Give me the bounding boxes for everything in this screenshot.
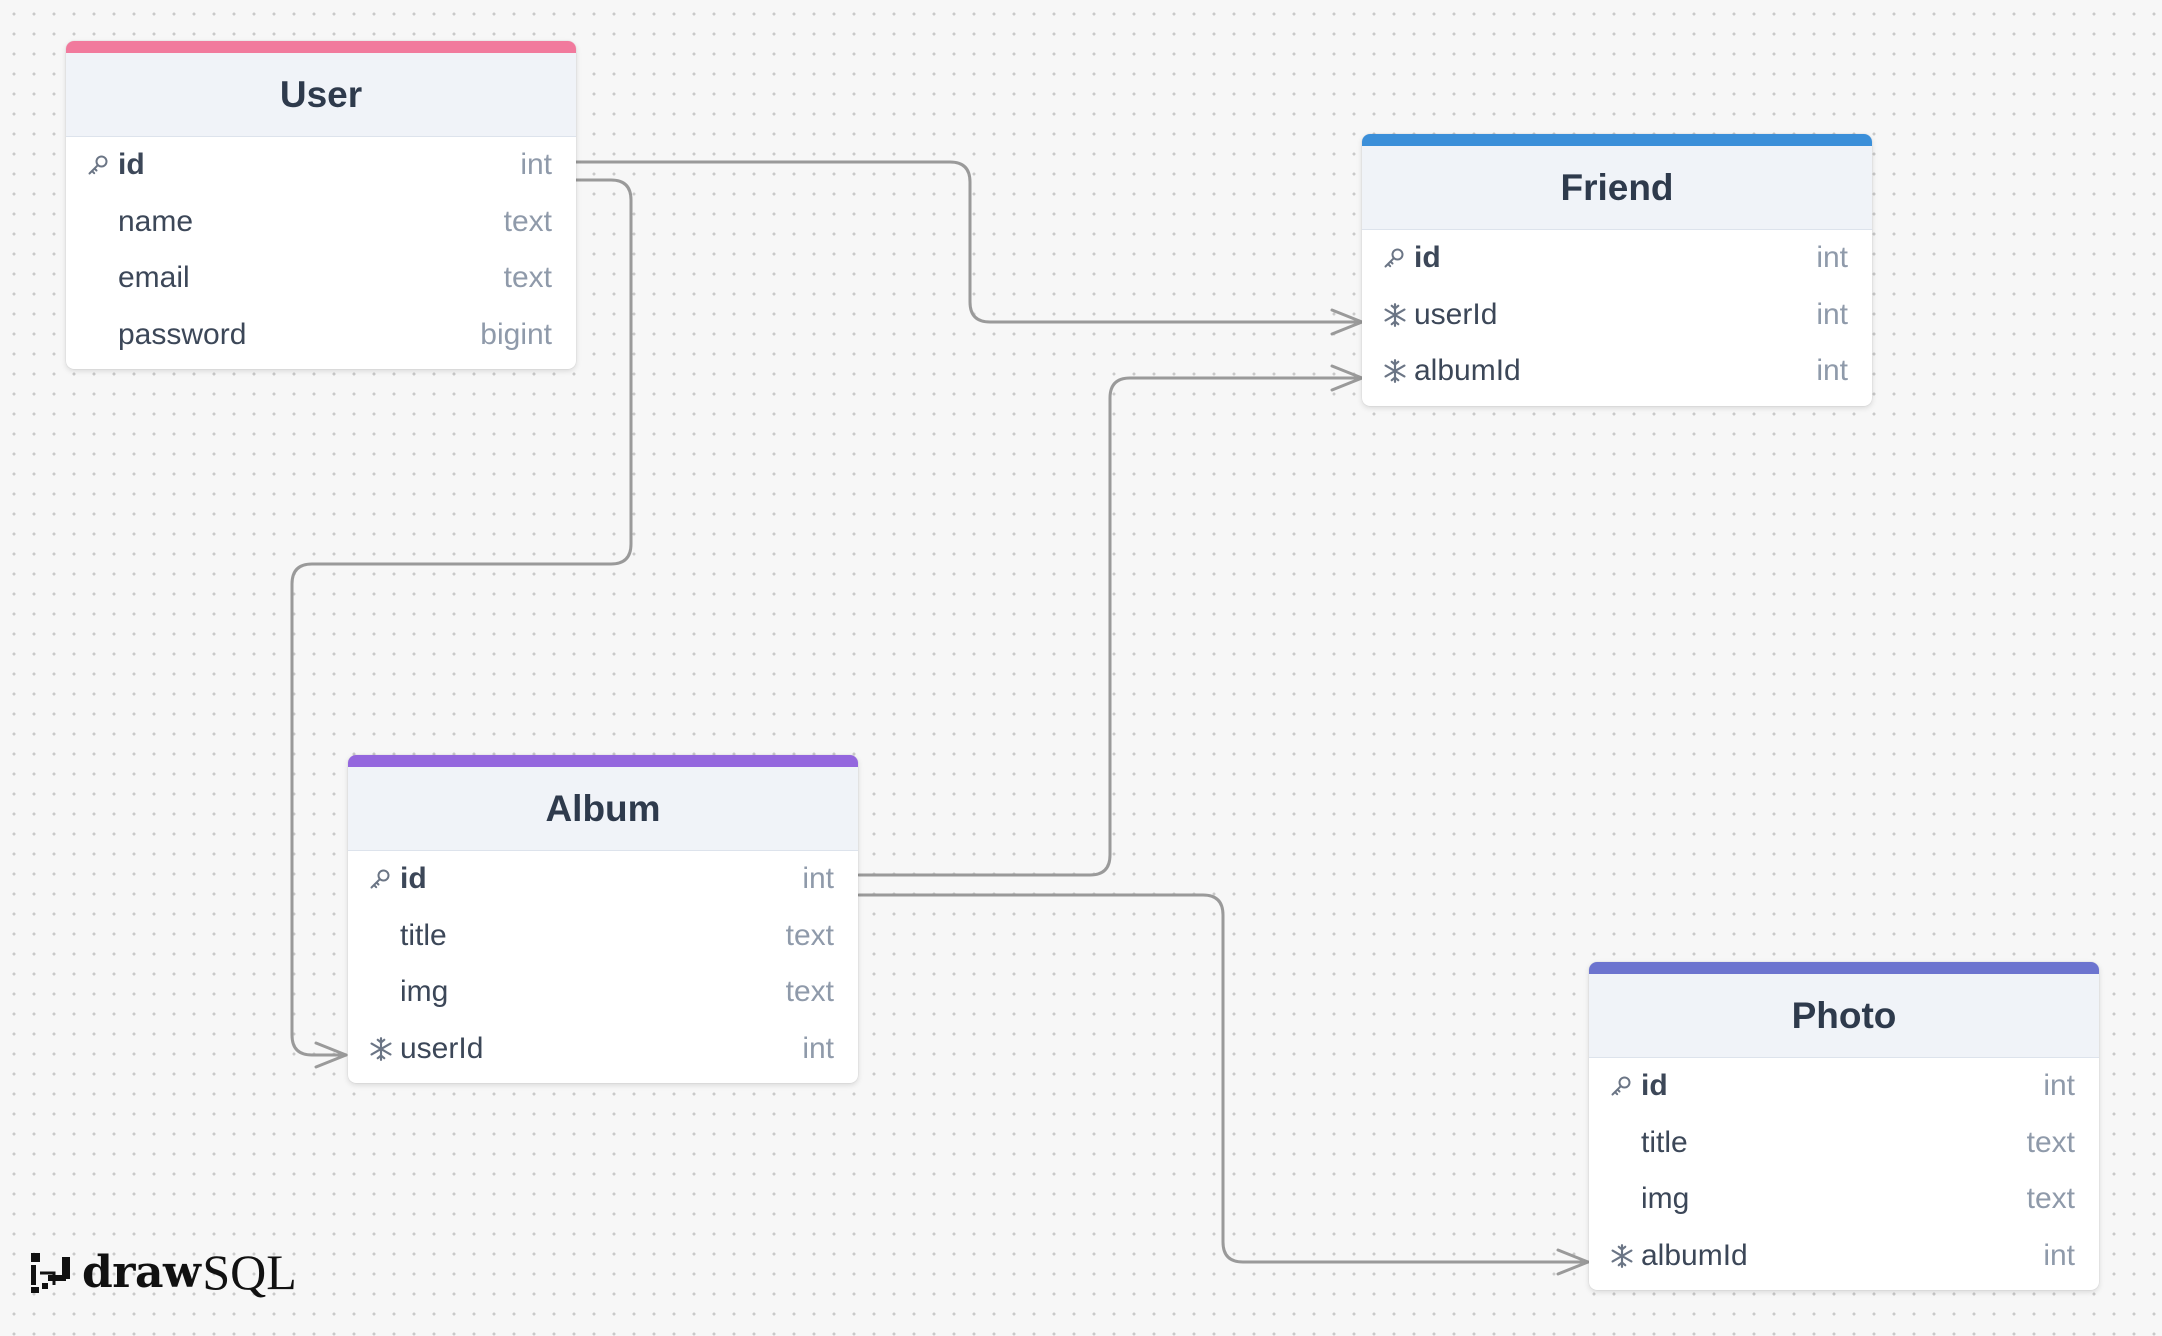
snowflake-icon — [1382, 355, 1414, 387]
column-row[interactable]: password bigint — [66, 307, 576, 370]
column-type: bigint — [480, 317, 552, 351]
table-accent-bar — [1362, 134, 1872, 146]
column-name: img — [1641, 1182, 1690, 1216]
snowflake-icon — [1382, 299, 1414, 331]
column-type: text — [785, 975, 834, 1009]
crowfoot-photo-albumid — [1556, 1248, 1590, 1276]
drawsql-logo[interactable]: draw SQL — [28, 1244, 297, 1300]
key-icon — [1609, 1070, 1641, 1102]
column-name: id — [118, 148, 145, 182]
column-name: id — [1414, 241, 1441, 275]
connector-album-id-to-photo-albumid[interactable] — [857, 893, 1590, 1264]
column-name: id — [400, 862, 427, 896]
column-name: img — [400, 975, 449, 1009]
column-row[interactable]: id int — [1589, 1058, 2099, 1115]
column-row[interactable]: title text — [348, 908, 858, 965]
logo-text-draw: draw — [82, 1246, 201, 1298]
drawsql-logo-icon — [31, 1253, 70, 1293]
column-type: int — [520, 148, 552, 182]
crowfoot-friend-userid — [1330, 308, 1364, 336]
column-type: int — [802, 1031, 834, 1065]
blank-icon-slot — [1609, 1183, 1641, 1215]
table-title[interactable]: Friend — [1362, 146, 1872, 230]
column-row[interactable]: img text — [1589, 1171, 2099, 1228]
column-type: int — [1816, 297, 1848, 331]
column-row[interactable]: userId int — [1362, 287, 1872, 344]
column-name: email — [118, 261, 190, 295]
column-name: title — [1641, 1125, 1688, 1159]
table-title[interactable]: Photo — [1589, 974, 2099, 1058]
table-title[interactable]: User — [66, 53, 576, 137]
key-icon — [1382, 242, 1414, 274]
crowfoot-friend-albumid — [1330, 364, 1364, 392]
blank-icon-slot — [86, 262, 118, 294]
crowfoot-album-userid — [314, 1041, 348, 1069]
column-type: int — [802, 862, 834, 896]
column-name: userId — [1414, 297, 1498, 331]
blank-icon-slot — [368, 976, 400, 1008]
column-type: text — [785, 918, 834, 952]
blank-icon-slot — [368, 920, 400, 952]
column-row[interactable]: id int — [66, 137, 576, 194]
table-accent-bar — [1589, 962, 2099, 974]
column-type: text — [503, 261, 552, 295]
blank-icon-slot — [1609, 1127, 1641, 1159]
column-type: int — [1816, 354, 1848, 388]
table-title[interactable]: Album — [348, 767, 858, 851]
column-row[interactable]: userId int — [348, 1021, 858, 1084]
column-name: title — [400, 918, 447, 952]
snowflake-icon — [368, 1033, 400, 1065]
column-name: name — [118, 204, 194, 238]
column-row[interactable]: albumId int — [1362, 343, 1872, 406]
column-row[interactable]: albumId int — [1589, 1228, 2099, 1291]
column-row[interactable]: email text — [66, 250, 576, 307]
column-row[interactable]: id int — [1362, 230, 1872, 287]
column-row[interactable]: id int — [348, 851, 858, 908]
key-icon — [86, 149, 118, 181]
logo-text-sql: SQL — [202, 1244, 297, 1300]
connector-user-id-to-friend-userid[interactable] — [573, 160, 1364, 324]
table-photo[interactable]: Photo id int title text img text albumId… — [1589, 962, 2099, 1290]
column-type: text — [2026, 1182, 2075, 1216]
column-row[interactable]: name text — [66, 194, 576, 251]
column-name: albumId — [1414, 354, 1521, 388]
column-type: text — [2026, 1125, 2075, 1159]
connector-album-id-to-friend-albumid[interactable] — [857, 376, 1364, 877]
snowflake-icon — [1609, 1240, 1641, 1272]
table-friend[interactable]: Friend id int userId int albumId int — [1362, 134, 1872, 406]
blank-icon-slot — [86, 319, 118, 351]
column-type: int — [2043, 1238, 2075, 1272]
table-accent-bar — [66, 41, 576, 53]
column-name: userId — [400, 1031, 484, 1065]
connector-user-id-to-album-userid[interactable] — [290, 178, 633, 1057]
table-album[interactable]: Album id int title text img text userId … — [348, 755, 858, 1083]
column-row[interactable]: img text — [348, 964, 858, 1021]
column-type: int — [1816, 241, 1848, 275]
column-name: albumId — [1641, 1238, 1748, 1272]
column-name: id — [1641, 1069, 1668, 1103]
table-accent-bar — [348, 755, 858, 767]
key-icon — [368, 863, 400, 895]
column-name: password — [118, 317, 247, 351]
blank-icon-slot — [86, 206, 118, 238]
column-row[interactable]: title text — [1589, 1115, 2099, 1172]
table-user[interactable]: User id int name text email text passwor… — [66, 41, 576, 369]
column-type: int — [2043, 1069, 2075, 1103]
column-type: text — [503, 204, 552, 238]
